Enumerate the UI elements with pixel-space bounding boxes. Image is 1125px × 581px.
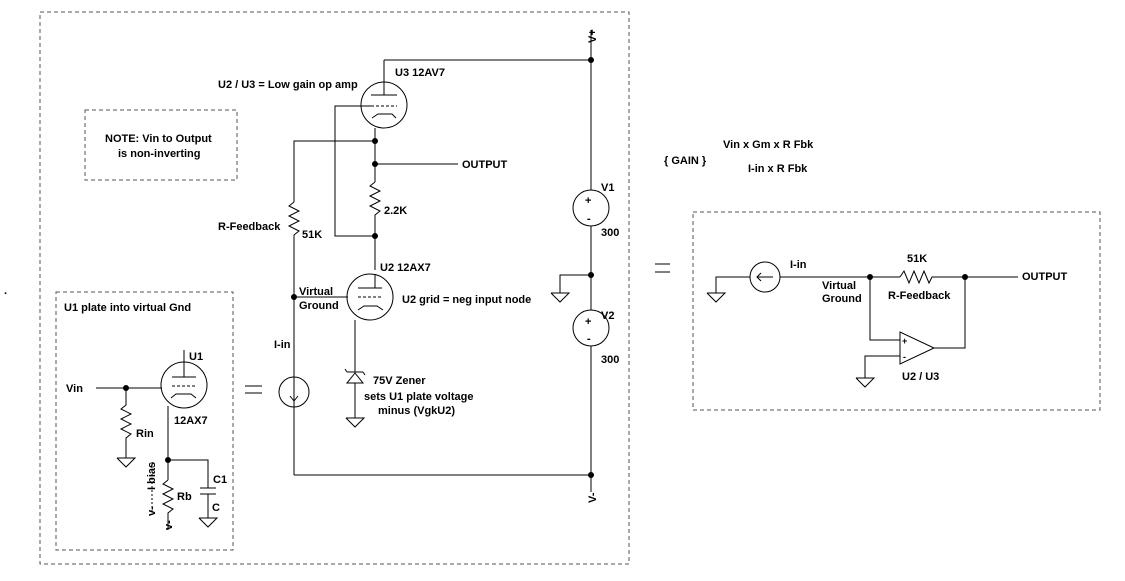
eq-opamp-ground-symbol [855,377,876,388]
v-minus-label: V- [587,492,599,503]
zener-note2: minus (VgkU2) [378,405,455,417]
eq-u2u3-label: U2 / U3 [902,371,939,383]
v2-value: 300 [601,354,619,366]
eq-i-in-label: I-in [790,259,807,271]
zener-label: 75V Zener [373,375,426,387]
u1-box-title: U1 plate into virtual Gnd [64,302,191,314]
current-arrow-head [289,395,299,402]
u2-tube [346,273,394,321]
resistor-rin [119,388,133,458]
output-label: OUTPUT [462,159,508,171]
u1-label: U1 [189,351,203,363]
u2-grid-label: U2 grid = neg input node [402,294,531,306]
eq-r-feedback-label: R-Feedback [888,290,951,302]
eq-minus-ground-wire [864,355,900,378]
u3-label: U3 12AV7 [395,67,445,79]
main-circuit-frame [39,11,630,565]
v-minus-small-2: v- [163,520,175,530]
c1-ground-symbol [198,517,219,528]
v1-value: 300 [601,227,619,239]
eq-ground-wire [715,276,750,293]
gain-denominator: I-in x R Fbk [748,163,808,175]
note-box [84,109,238,181]
v2-label: V2 [601,310,614,322]
eq-current-arrow-head [756,272,762,282]
u3-grid-wire [334,105,375,237]
eq-ground-symbol [706,292,727,303]
virtual-label: Virtual [299,286,333,298]
midpoint-ground-symbol [550,292,571,303]
note-line2: is non-inverting [118,148,201,160]
zener-note1: sets U1 plate voltage [364,391,473,403]
rin-ground-symbol [116,457,137,468]
eq-opamp [899,331,936,365]
u3-tube [360,81,408,129]
eq-feedback-wire [934,277,966,349]
v1-plus: + [585,195,591,207]
v1-minus: - [587,213,591,225]
ground-label: Ground [299,300,339,312]
eq-opamp-minus: - [903,352,906,362]
i-in-label: I-in [274,339,291,351]
stray-dot: . [4,285,7,297]
rin-label: Rin [136,428,154,440]
gain-label: { GAIN } [664,155,707,167]
resistor-2k2 [368,181,382,236]
eq-output-label: OUTPUT [1022,271,1068,283]
r-feedback-label: R-Feedback [218,221,281,233]
zener-diode [344,368,366,428]
note-line1: NOTE: Vin to Output [105,133,212,145]
c1-label: C1 [213,474,227,486]
eq-plus-input-wire [869,277,900,341]
r-2k2-label: 2.2K [384,205,407,217]
v-plus-label: V+ [587,29,599,43]
rb-label: Rb [177,491,192,503]
equivalent-circuit-frame [692,211,1101,411]
c1-wire [168,459,209,488]
u1-tube [160,350,208,409]
feedback-top-wire [293,140,375,202]
eq-ground-label: Ground [822,293,862,305]
eq-51k-label: 51K [907,253,927,265]
v-minus-small-1: v- [146,506,158,516]
u2-label: U2 12AX7 [380,262,431,274]
u1-type-label: 12AX7 [174,415,208,427]
r-51k-label: 51K [302,229,322,241]
resistor-rb [161,479,175,530]
gain-numerator: Vin x Gm x R Fbk [723,139,814,151]
v1-label: V1 [601,182,614,194]
eq-virtual-label: Virtual [822,280,856,292]
v2-plus: + [585,316,591,328]
eq-resistor-51k [899,269,965,285]
i-bias-label: I bias [146,462,158,490]
c-label: C [212,502,220,514]
i-in-current-source [278,376,310,408]
eq-opamp-plus: + [902,336,907,346]
v2-minus: - [587,333,591,345]
resistor-51k [287,201,301,475]
u2u3-note: U2 / U3 = Low gain op amp [218,79,358,91]
vin-label: Vin [66,383,83,395]
midpoint-ground-wire [559,274,591,293]
